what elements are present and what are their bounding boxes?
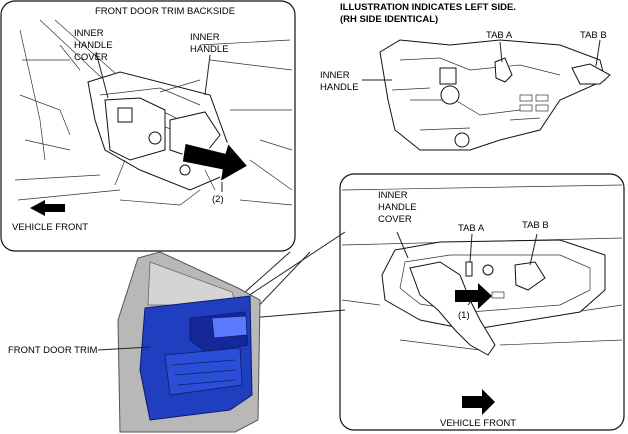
callout-line-to-removal — [244, 231, 346, 319]
tab-b-label-top: TAB B — [580, 30, 607, 41]
inner-handle-cover-label-1: INNER — [74, 28, 104, 39]
cover-label-3: COVER — [378, 214, 412, 225]
inner-handle-label-top-right-2: HANDLE — [320, 82, 359, 93]
push-arrow-1 — [455, 283, 492, 309]
push-arrow-2 — [181, 141, 250, 184]
vehicle-front-arrow-right — [462, 389, 495, 415]
tab-a-label-bottom: TAB A — [458, 223, 485, 234]
front-door: FRONT DOOR TRIM — [8, 251, 261, 433]
removal-panel: INNER HANDLE COVER TAB A TAB B (1) VEHIC… — [339, 173, 625, 431]
front-door-trim-label: FRONT DOOR TRIM — [8, 345, 97, 356]
header-line-1: ILLUSTRATION INDICATES LEFT SIDE. — [340, 2, 516, 13]
tab-b-label-bottom: TAB B — [522, 220, 549, 231]
step-2-label: (2) — [212, 194, 224, 205]
vehicle-front-label-right: VEHICLE FRONT — [440, 418, 516, 429]
tab-a-label-top: TAB A — [486, 30, 513, 41]
backside-title: FRONT DOOR TRIM BACKSIDE — [95, 6, 235, 17]
inner-handle-cover-label-3: COVER — [74, 52, 108, 63]
inner-handle-cover-label-2: HANDLE — [74, 40, 113, 51]
inner-handle-label-2: HANDLE — [190, 44, 229, 55]
inner-handle-label-top-right-1: INNER — [320, 70, 350, 81]
handle-assembly-view: ILLUSTRATION INDICATES LEFT SIDE. (RH SI… — [320, 2, 611, 151]
vehicle-front-label-left: VEHICLE FRONT — [12, 222, 88, 233]
vehicle-front-arrow-left — [30, 200, 65, 216]
step-1-label: (1) — [458, 310, 470, 321]
backside-panel: FRONT DOOR TRIM BACKSIDE INNER HANDLE CO… — [0, 0, 296, 252]
inner-handle-label-1: INNER — [190, 32, 220, 43]
cover-label-1: INNER — [378, 190, 408, 201]
cover-label-2: HANDLE — [378, 202, 417, 213]
header-line-2: (RH SIDE IDENTICAL) — [340, 14, 438, 25]
